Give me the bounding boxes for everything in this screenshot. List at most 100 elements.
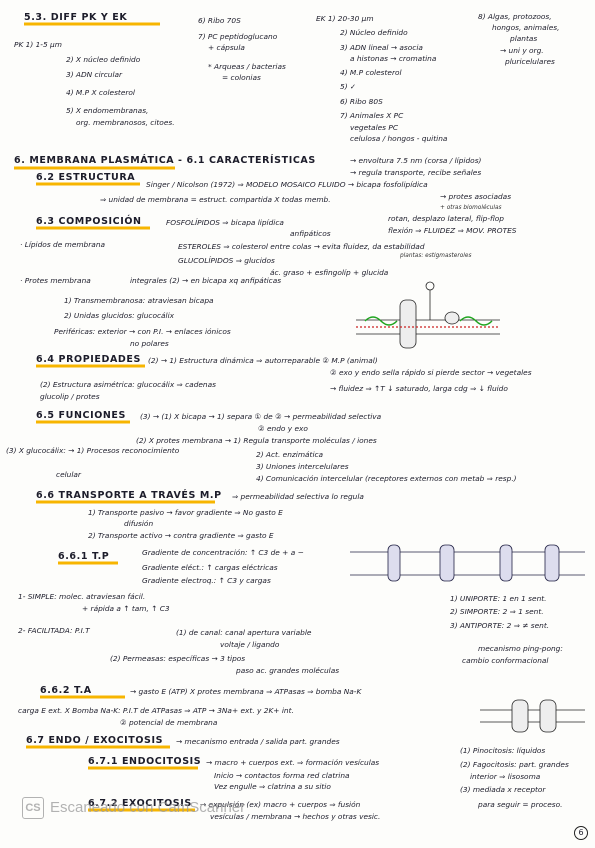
active-line: → gasto E (ATP) X protes membrana ⇒ ATPa…	[130, 687, 362, 696]
section-6-7-title: 6.7 ENDO / EXOCITOSIS	[26, 735, 164, 746]
section-6-7-2-title: 6.7.2 EXOCITOSIS	[88, 798, 192, 809]
ek-item: 4) M.P colesterol	[340, 68, 402, 77]
section-6-6-2-title: 6.6.2 T.A	[40, 685, 92, 696]
pk-item: 6) Ribo 70S	[198, 16, 241, 25]
pk-item: 7) PC peptidoglucano	[198, 32, 278, 41]
property-line: ② exo y endo sella rápido si pierde sect…	[330, 368, 532, 377]
section-6-1-heading: - 6.1 CARACTERÍSTICAS	[178, 155, 316, 166]
lipids-label: · Lípidos de membrana	[20, 240, 106, 249]
endocytosis-line: Vez engulle ⇒ clatrina a su sitio	[214, 782, 331, 791]
endocytosis-line: (2) Fagocitosis: part. grandes	[460, 760, 569, 769]
watermark-text: Escaneado con CamScanner	[50, 798, 246, 816]
pk-item: 4) M.P X colesterol	[66, 88, 135, 97]
passive-line: (2) Permeasas: específicas → 3 tipos	[110, 654, 246, 663]
composition-line: ác. graso + esfingolíp + glucida	[270, 268, 389, 277]
ek-item: a histonas → cromatina	[350, 54, 437, 63]
endo-exo-subtitle: → mecanismo entrada / salida part. grand…	[176, 737, 340, 746]
endocytosis-line: (1) Pinocitosis: líquidos	[460, 746, 546, 755]
ek-item: vegetales PC	[350, 123, 399, 132]
pk-item: + cápsula	[208, 43, 245, 52]
ek-extra: 8) Algas, protozoos,	[478, 12, 552, 21]
characteristic-line: → regula transporte, recibe señales	[350, 168, 482, 177]
ek-item: celulosa / hongos - quitina	[350, 134, 448, 143]
membrane-sketch-icon	[356, 281, 500, 349]
exocytosis-line: → expulsión (ex) macro + cuerpos ⇒ fusió…	[200, 800, 361, 809]
endocytosis-line: interior ⇒ lisosoma	[470, 772, 541, 781]
passive-line: Gradiente de concentración: ↑ C3 de + a …	[142, 548, 304, 557]
ek-extra: hongos, animales,	[492, 23, 560, 32]
proteins-line: integrales (2) → en bicapa xq anfipática…	[130, 276, 282, 285]
pk-item: PK 1) 1-5 μm	[14, 40, 62, 49]
camscanner-watermark: CS Escaneado con CamScanner	[22, 797, 245, 819]
pk-item: = colonias	[222, 73, 261, 82]
endocytosis-line: (3) mediada x receptor	[460, 785, 546, 794]
pk-item: 5) X endomembranas,	[66, 106, 149, 115]
transport-line: 1) Transporte pasivo → favor gradiente ⇒…	[88, 508, 283, 517]
section-6-6-title: 6.6 TRANSPORTE A TRAVÉS M.P	[36, 490, 222, 501]
pk-item: 2) X núcleo definido	[66, 55, 141, 64]
endocytosis-line: → macro + cuerpos ext. ⇒ formación vesíc…	[206, 758, 380, 767]
ek-extra: pluricelulares	[505, 57, 555, 66]
carrier-line: 1) UNIPORTE: 1 en 1 sent.	[450, 594, 547, 603]
structure-line: Singer / Nicolson (1972) ⇒ MODELO MOSAIC…	[146, 180, 428, 189]
ek-item: 5) ✓	[340, 82, 357, 91]
function-line: (3) → (1) X bicapa → 1) separa ① de ② → …	[140, 412, 382, 421]
pk-item: 3) ADN circular	[66, 70, 123, 79]
proteins-line: Periféricas: exterior → con P.I. → enlac…	[54, 327, 231, 336]
characteristic-line: → envoltura 7.5 nm (corsa / lípidos)	[350, 156, 482, 165]
passive-line: voltaje / ligando	[220, 640, 280, 649]
ek-item: 3) ADN lineal → asocia	[340, 43, 423, 52]
passive-line: 1- SIMPLE: molec. atraviesan fácil.	[18, 592, 146, 601]
carrier-line: 3) ANTIPORTE: 2 ⇒ ≠ sent.	[450, 621, 550, 630]
structure-line: + otras biomoléculas	[440, 205, 502, 211]
page-number: 6	[574, 826, 588, 840]
section-5-3-title: 5.3. DIFF PK Y EK	[24, 12, 128, 23]
carrier-line: 2) SIMPORTE: 2 ⇒ 1 sent.	[450, 607, 544, 616]
function-line: (3) X glucocálix: → 1) Procesos reconoci…	[6, 446, 180, 455]
function-line: 4) Comunicación intercelular (receptores…	[256, 474, 517, 483]
section-6-6-1-title: 6.6.1 T.P	[58, 551, 110, 562]
transport-line: ⇒ permeabilidad selectiva lo regula	[232, 492, 364, 501]
function-line: 2) Act. enzimática	[256, 450, 324, 459]
camscanner-logo-icon: CS	[22, 797, 44, 819]
transport-line: 2) Transporte activo → contra gradiente …	[88, 531, 274, 540]
passive-line: Gradiente electroq.: ↑ C3 y cargas	[142, 576, 271, 585]
proteins-line: 1) Transmembranosa: atraviesan bicapa	[64, 296, 214, 305]
active-line: ② potencial de membrana	[120, 718, 218, 727]
ek-item: 6) Ribo 80S	[340, 97, 383, 106]
exocytosis-line: vesículas / membrana → hechos y otras ve…	[210, 812, 381, 821]
section-6-3-title: 6.3 COMPOSICIÓN	[36, 216, 142, 227]
section-6-heading: 6. MEMBRANA PLASMÁTICA	[14, 155, 175, 166]
carrier-line: cambio conformacional	[462, 656, 549, 665]
passive-line: + rápida a ↑ tam, ↑ C3	[82, 604, 170, 613]
passive-line: 2- FACILITADA: P.I.T	[18, 626, 90, 635]
composition-line: FOSFOLÍPIDOS ⇒ bicapa lipídica	[166, 218, 284, 227]
composition-line: ESTEROLES ⇒ colesterol entre colas → evi…	[178, 242, 425, 251]
pk-item: org. membranosos, citoes.	[76, 118, 175, 127]
function-line: 3) Uniones intercelulares	[256, 462, 349, 471]
ek-extra: plantas	[510, 34, 538, 43]
function-line: celular	[56, 470, 81, 479]
proteins-line: 2) Unidas glucidos: glucocálix	[64, 311, 175, 320]
carrier-line: mecanismo ping-pong:	[478, 644, 563, 653]
proteins-line: no polares	[130, 339, 169, 348]
property-line: → fluidez ⇒ ↑T ↓ saturado, larga cdg ⇒ ↓…	[330, 384, 508, 393]
sodium-potassium-pump-sketch-icon	[480, 699, 585, 733]
ek-item: 7) Animales X PC	[340, 111, 404, 120]
function-line: (2) X protes membrana → 1) Regula transp…	[136, 436, 377, 445]
composition-line: flexión ⇒ FLUIDEZ ⇒ MOV. PROTES	[388, 226, 517, 235]
structure-line: → protes asociadas	[440, 192, 512, 201]
structure-line: ⇒ unidad de membrana = estruct. comparti…	[100, 195, 331, 204]
ek-item: EK 1) 20-30 μm	[316, 14, 374, 23]
active-line: carga E ext. X Bomba Na-K: P.I.T de ATPa…	[18, 706, 294, 715]
exocytosis-line: para seguir = proceso.	[478, 800, 563, 809]
property-line: (2) Estructura asimétrica: glucocálix ⇒ …	[40, 380, 216, 389]
ek-item: 2) Núcleo definido	[340, 28, 408, 37]
composition-line: plantas: estigmasteroles	[400, 253, 472, 259]
section-6-5-title: 6.5 FUNCIONES	[36, 410, 126, 421]
passive-line: (1) de canal: canal apertura variable	[176, 628, 312, 637]
section-6-2-title: 6.2 ESTRUCTURA	[36, 172, 136, 183]
composition-line: rotan, desplazo lateral, flip-flop	[388, 214, 505, 223]
property-line: glucolip / protes	[40, 392, 100, 401]
